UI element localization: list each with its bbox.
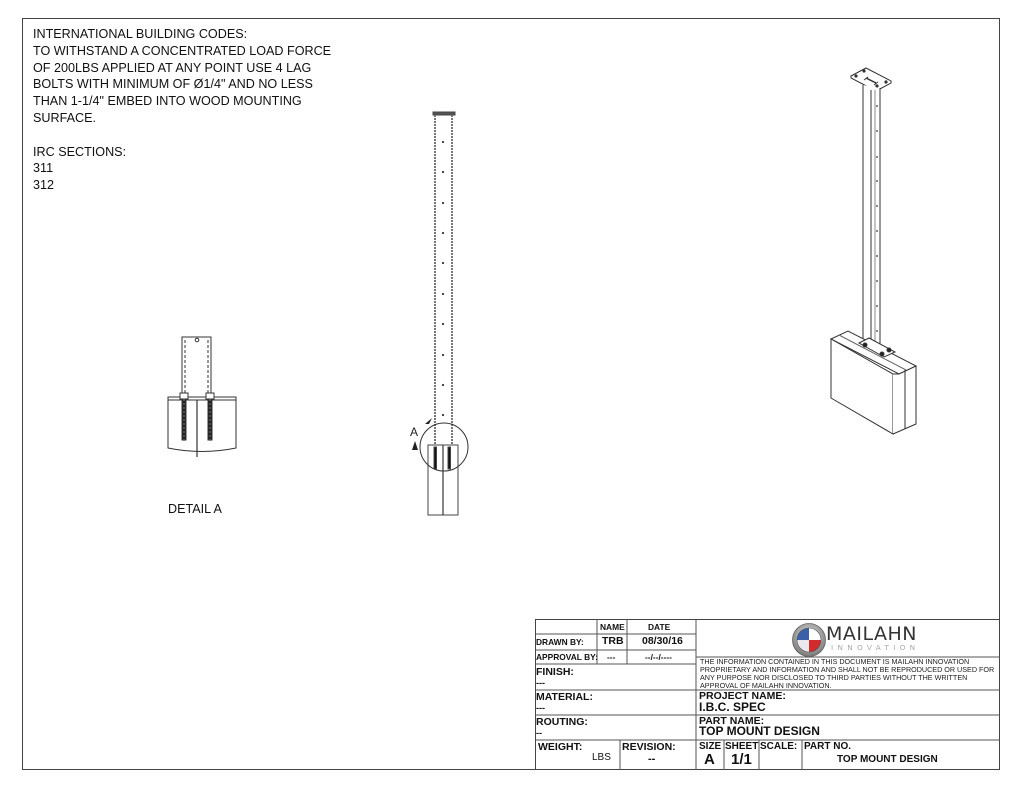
- project-name-value: I.B.C. SPEC: [699, 700, 766, 714]
- size-label: SIZE: [699, 741, 722, 752]
- sheet-value: 1/1: [731, 751, 752, 768]
- callout-letter: A: [410, 425, 418, 439]
- note-line: THAN 1-1/4" EMBED INTO WOOD MOUNTING: [33, 94, 302, 109]
- note-line: TO WITHSTAND A CONCENTRATED LOAD FORCE: [33, 43, 332, 58]
- drawn-by-date: 08/30/16: [642, 635, 683, 647]
- title-block: [535, 619, 1000, 770]
- finish-value: ---: [536, 678, 545, 688]
- note-line: BOLTS WITH MINIMUM OF Ø1/4" AND NO LESS: [33, 77, 313, 92]
- drawn-by-name: TRB: [602, 635, 624, 647]
- material-value: ---: [536, 703, 545, 713]
- weight-label: WEIGHT:: [538, 741, 583, 753]
- detail-a-view: [167, 336, 237, 457]
- detail-callout: [412, 418, 432, 450]
- note-line: OF 200LBS APPLIED AT ANY POINT USE 4 LAG: [33, 60, 312, 75]
- building-code-notes: INTERNATIONAL BUILDING CODES: TO WITHSTA…: [33, 26, 331, 194]
- irc-section: 312: [33, 178, 55, 193]
- sheet-label: SHEET: [725, 741, 759, 752]
- project-name-label: PROJECT NAME:: [699, 690, 786, 702]
- finish-label: FINISH:: [536, 666, 574, 678]
- routing-value: --: [536, 728, 542, 738]
- part-no-label: PART NO.: [804, 741, 852, 752]
- drawing-sheet-border: [22, 18, 1000, 770]
- size-value: A: [704, 751, 715, 768]
- part-name-label: PART NAME:: [699, 715, 765, 727]
- header-date: DATE: [648, 622, 671, 632]
- logo-subtitle: INNOVATION: [831, 643, 920, 652]
- scale-label: SCALE:: [760, 741, 798, 752]
- approval-by-name: ---: [607, 652, 616, 662]
- material-label: MATERIAL:: [536, 691, 593, 703]
- detail-a-label: DETAIL A: [168, 502, 222, 516]
- note-line: INTERNATIONAL BUILDING CODES:: [33, 27, 248, 41]
- approval-by-date: --/--/----: [645, 652, 672, 662]
- irc-heading: IRC SECTIONS:: [33, 144, 127, 159]
- front-view-post: [419, 111, 469, 516]
- isometric-view: [829, 67, 918, 435]
- irc-section: 311: [33, 161, 54, 176]
- part-name-value: TOP MOUNT DESIGN: [699, 724, 820, 738]
- weight-unit: LBS: [592, 752, 611, 763]
- part-no-value: TOP MOUNT DESIGN: [837, 754, 938, 765]
- mailahn-logo-icon: [792, 623, 826, 657]
- logo-name: MAILAHN: [826, 623, 918, 645]
- approval-by-label: APPROVAL BY:: [536, 652, 598, 662]
- revision-value: --: [648, 753, 656, 765]
- header-name: NAME: [600, 622, 625, 632]
- proprietary-disclaimer: THE INFORMATION CONTAINED IN THIS DOCUME…: [700, 657, 995, 690]
- revision-label: REVISION:: [622, 741, 676, 753]
- drawn-by-label: DRAWN BY:: [536, 637, 584, 647]
- routing-label: ROUTING:: [536, 716, 588, 728]
- note-line: SURFACE.: [33, 110, 96, 125]
